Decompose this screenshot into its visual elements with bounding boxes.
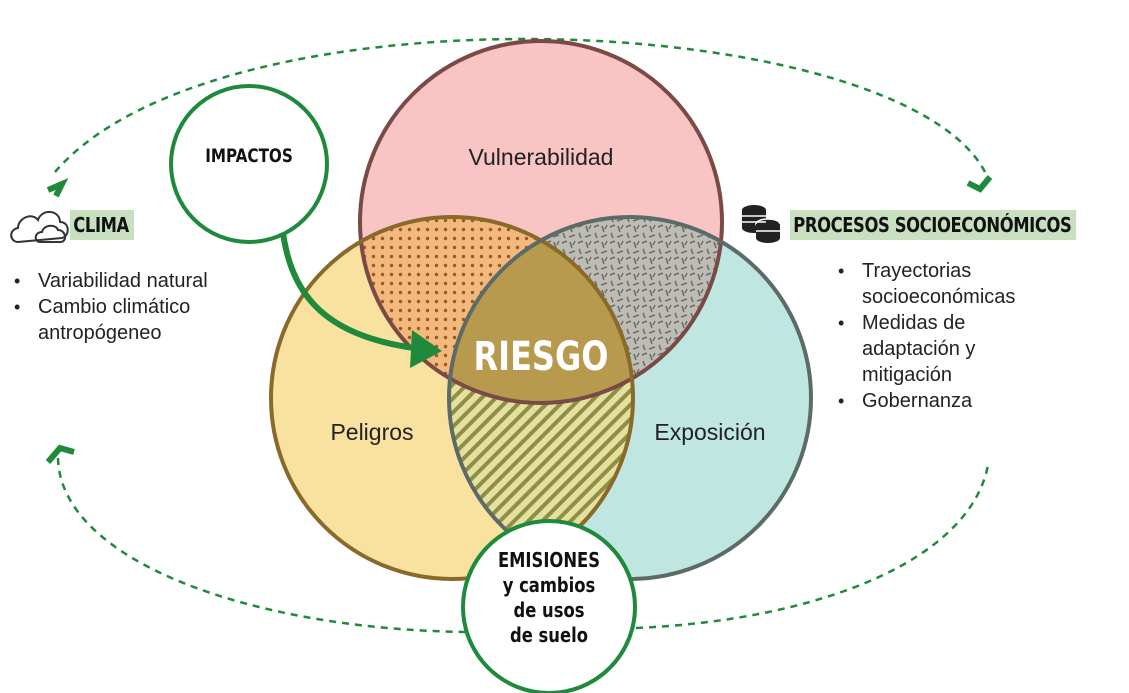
emisiones-line-4: de suelo [510, 625, 588, 648]
coins-icon [742, 205, 781, 243]
impactos-circle [169, 84, 329, 244]
emisiones-circle [461, 519, 637, 693]
cycle-arrow-bottom-left [56, 457, 471, 634]
impactos-arrowhead [410, 330, 442, 368]
impactos-arrow [279, 224, 431, 353]
emisiones-line-1: EMISIONES [498, 550, 600, 573]
clima-title: CLIMA [70, 210, 134, 240]
vulnerabilidad-label: Vulnerabilidad [469, 144, 614, 170]
cloud-icon [10, 211, 69, 244]
procesos-list: Trayectorias socioeconómicas Medidas de … [832, 258, 1062, 414]
peligros-label: Peligros [330, 419, 413, 445]
procesos-item: Gobernanza [832, 388, 1062, 414]
clima-list: Variabilidad natural Cambio climático an… [8, 268, 238, 346]
cycle-arrowhead-bottom-left [45, 444, 75, 464]
impactos-label: IMPACTOS [205, 145, 293, 167]
cycle-arrowhead-left [46, 178, 69, 198]
clima-item: Cambio climático antropógeneo [8, 294, 238, 346]
procesos-title: PROCESOS SOCIOECONÓMICOS [790, 210, 1077, 240]
emisiones-line-2: y cambios [503, 575, 596, 598]
emisiones-label: EMISIONES y cambios de usos de suelo [498, 550, 600, 648]
cycle-arrowhead-right [966, 175, 993, 193]
clima-item: Variabilidad natural [8, 268, 238, 294]
riesgo-label: RIESGO [474, 332, 609, 379]
procesos-item: Trayectorias socioeconómicas [832, 258, 1062, 310]
exposicion-label: Exposición [654, 419, 765, 445]
emisiones-line-3: de usos [514, 600, 585, 623]
procesos-item: Medidas de adaptación y mitigación [832, 310, 1062, 388]
